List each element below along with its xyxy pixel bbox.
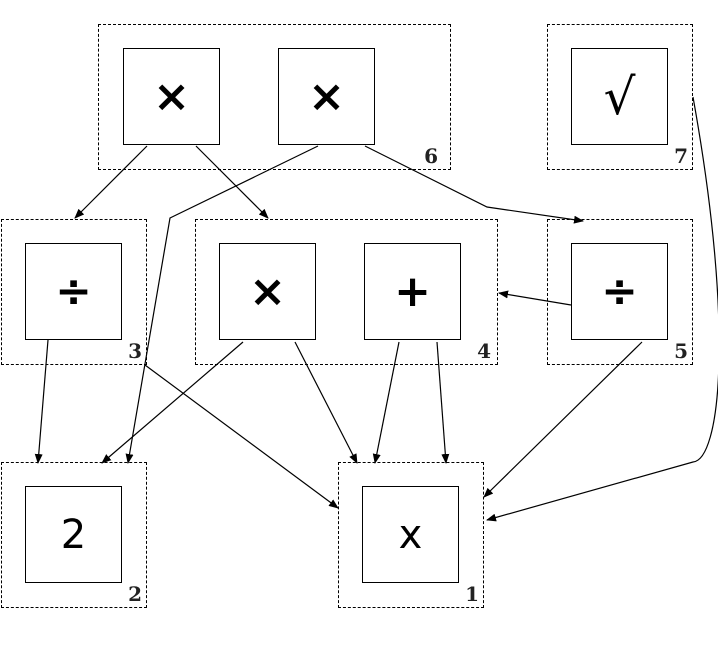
edge-g4a-to-group-1 xyxy=(294,341,358,464)
node-g2a: 2 xyxy=(25,486,122,583)
edge-g6b-to-group-2 xyxy=(125,145,319,464)
edge-g6b-to-group-5 xyxy=(364,145,584,224)
group-2: 2 xyxy=(1,462,147,608)
group-label-7: 7 xyxy=(674,144,688,168)
edge-g7a-to-group-1 xyxy=(486,96,718,522)
node-g1a: x xyxy=(362,486,459,583)
group-label-4: 4 xyxy=(477,339,491,363)
node-g6b: × xyxy=(278,48,375,145)
group-label-3: 3 xyxy=(128,339,142,363)
group-3: 3 xyxy=(1,219,147,365)
edge-g3a-to-group-1 xyxy=(144,364,339,509)
group-1: 1 xyxy=(338,462,484,608)
group-7: 7 xyxy=(547,24,693,170)
edge-g5a-to-group-1 xyxy=(483,341,643,498)
group-5: 5 xyxy=(547,219,693,365)
edge-g4b-to-group-1 xyxy=(372,341,400,464)
group-4: 4 xyxy=(195,219,498,365)
edge-g3a-to-group-2 xyxy=(34,339,49,464)
node-g3a: ÷ xyxy=(25,243,122,340)
node-g4a: × xyxy=(219,243,316,340)
node-g4b: + xyxy=(364,243,461,340)
group-label-1: 1 xyxy=(465,582,479,606)
group-label-2: 2 xyxy=(128,582,142,606)
edge-g5a-to-group-4 xyxy=(498,290,572,306)
edge-g6a-to-group-4 xyxy=(195,145,269,219)
edge-g4b-to-group-1 xyxy=(436,341,450,464)
edge-g4a-to-group-2 xyxy=(101,341,244,464)
group-label-5: 5 xyxy=(674,339,688,363)
node-g7a: √ xyxy=(571,48,668,145)
node-g5a: ÷ xyxy=(571,243,668,340)
node-g6a: × xyxy=(123,48,220,145)
group-6: 6 xyxy=(98,24,451,170)
group-label-6: 6 xyxy=(424,144,438,168)
edge-g6a-to-group-3 xyxy=(74,145,148,219)
